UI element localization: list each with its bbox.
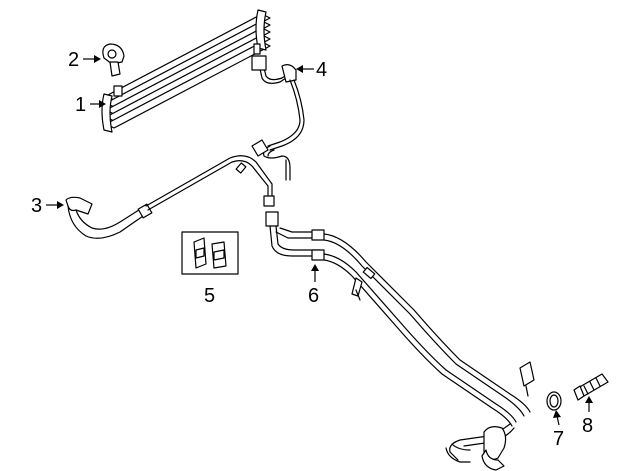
o-ring — [546, 391, 562, 411]
callout-label-7: 7 — [553, 428, 564, 450]
callout-1: 1 — [75, 94, 106, 116]
callout-label-6: 6 — [308, 285, 319, 307]
callout-label-2: 2 — [68, 49, 79, 71]
left-cooler-hose — [65, 155, 275, 239]
callout-4: 4 — [296, 59, 327, 81]
callout-6: 6 — [308, 264, 319, 307]
fitting-elbow — [102, 43, 125, 77]
callout-label-4: 4 — [316, 59, 327, 81]
lower-cooler-line-assembly — [265, 211, 535, 471]
callout-8: 8 — [582, 396, 593, 437]
callout-5: 5 — [204, 285, 215, 307]
connector-tube — [573, 373, 609, 401]
clip-kit — [181, 231, 239, 275]
callout-2: 2 — [68, 49, 101, 71]
callout-label-5: 5 — [204, 285, 215, 307]
callout-3: 3 — [31, 195, 64, 217]
callout-label-1: 1 — [75, 94, 86, 116]
oil-cooler — [101, 9, 271, 133]
callout-label-3: 3 — [31, 195, 42, 217]
callout-label-8: 8 — [582, 415, 593, 437]
callout-7: 7 — [553, 410, 564, 450]
upper-cooler-line — [251, 55, 305, 181]
